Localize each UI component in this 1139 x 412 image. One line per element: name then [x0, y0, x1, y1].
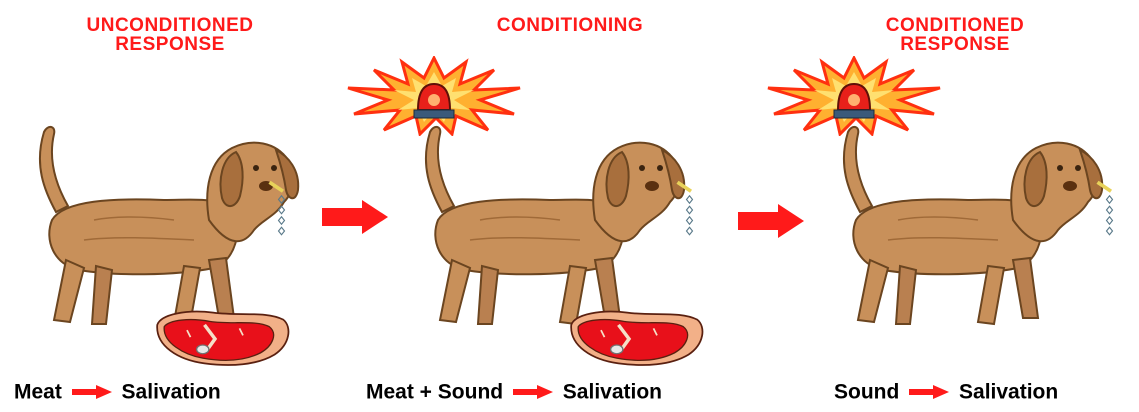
title-line-1: CONDITIONING — [420, 16, 720, 35]
caption: Meat + Sound Salivation — [366, 380, 662, 404]
red-arrow-icon — [72, 385, 112, 399]
red-arrow-icon — [909, 385, 949, 399]
title-line-1: CONDITIONED — [830, 16, 1080, 35]
meat-icon — [152, 306, 292, 370]
red-arrow-icon — [513, 385, 553, 399]
panel-conditioning: CONDITIONING Meat + Sound Salivation — [380, 0, 760, 412]
panel-title: CONDITIONING — [420, 16, 720, 35]
dog-icon — [390, 120, 690, 330]
title-line-2: RESPONSE — [30, 35, 310, 54]
drool-icon — [676, 178, 706, 248]
caption-stimulus: Meat — [14, 380, 62, 403]
panel-title: CONDITIONED RESPONSE — [830, 16, 1080, 54]
caption-response: Salivation — [563, 380, 662, 403]
caption-stimulus: Meat + Sound — [366, 380, 503, 403]
dog-icon — [808, 120, 1108, 330]
caption-stimulus: Sound — [834, 380, 899, 403]
panel-title: UNCONDITIONED RESPONSE — [30, 16, 310, 54]
drool-icon — [1096, 178, 1126, 248]
meat-icon — [566, 306, 706, 370]
caption-response: Salivation — [959, 380, 1058, 403]
caption: Meat Salivation — [14, 380, 221, 404]
title-line-2: RESPONSE — [830, 35, 1080, 54]
caption-response: Salivation — [122, 380, 221, 403]
dog-icon — [4, 120, 304, 330]
title-line-1: UNCONDITIONED — [30, 16, 310, 35]
drool-icon — [268, 178, 298, 248]
red-arrow-icon — [738, 204, 804, 238]
panel-conditioned: CONDITIONED RESPONSE Sound Salivation — [800, 0, 1139, 412]
caption: Sound Salivation — [834, 380, 1058, 404]
red-arrow-icon — [322, 200, 388, 234]
